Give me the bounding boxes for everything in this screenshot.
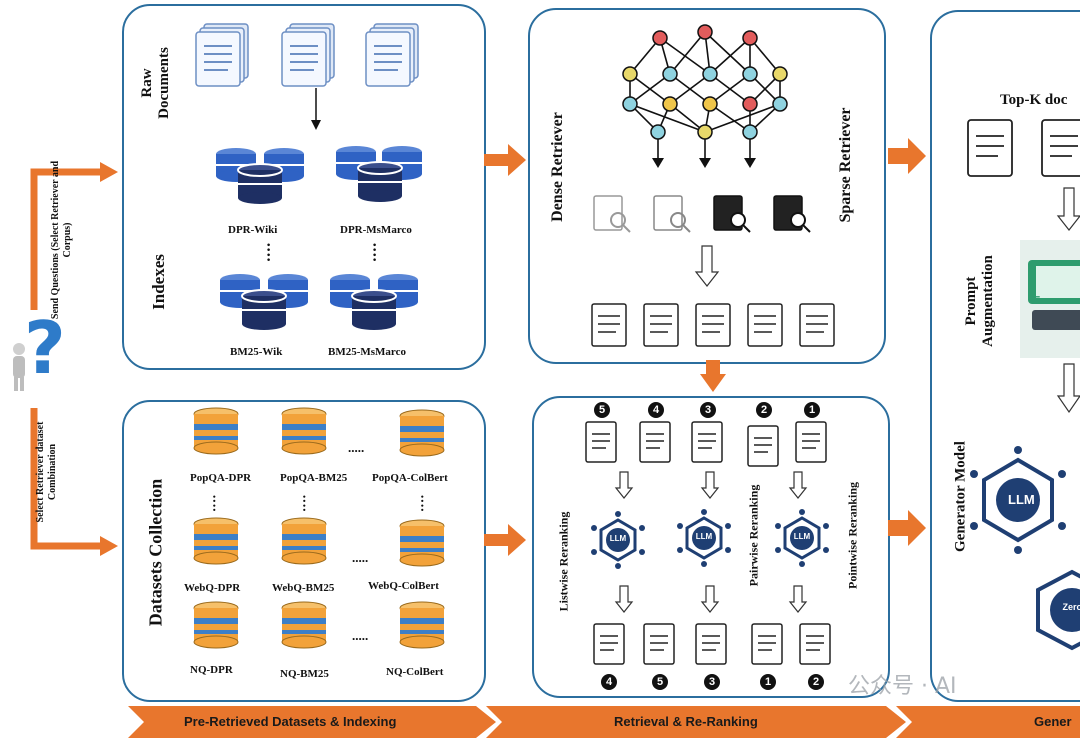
hdots-2: ..... xyxy=(352,550,369,565)
dataset-webq-colbert: WebQ-ColBert xyxy=(368,580,439,592)
stage1-arrows xyxy=(484,144,526,556)
left-flow: ? Send Questions (Select Retriever and C… xyxy=(0,0,120,744)
generation-graphics: + xyxy=(967,119,1080,651)
zero-shot-icon xyxy=(1036,569,1080,651)
dataset-webq-dpr: WebQ-DPR xyxy=(184,582,241,594)
svg-text:+: + xyxy=(1028,287,1041,306)
reranking-panel: Listwise Reranking Pairwise Reranking Po… xyxy=(532,396,890,698)
rank-badge: 2 xyxy=(808,674,824,690)
search-doc-icons xyxy=(593,195,811,233)
zero-shot-label: Zero Sho xyxy=(1062,602,1080,612)
vdots-3: :: xyxy=(420,491,425,515)
index-label-bm25-wik: BM25-Wik xyxy=(230,346,283,358)
generator-llm-label: LLM xyxy=(1008,492,1035,507)
rank-badge: 2 xyxy=(756,402,772,418)
rank-badge: 5 xyxy=(652,674,668,690)
llm-label: LLM xyxy=(609,534,627,543)
dataset-popqa-dpr: PopQA-DPR xyxy=(190,472,252,484)
rank-badge: 3 xyxy=(700,402,716,418)
dataset-webq-bm25: WebQ-BM25 xyxy=(272,582,335,594)
rank-badge: 4 xyxy=(601,674,617,690)
db-bm25-wik xyxy=(219,273,309,331)
svg-text:?: ? xyxy=(24,306,66,390)
neural-network-icon xyxy=(591,24,835,347)
indexing-panel: Raw Documents Indexes xyxy=(122,4,486,370)
topk-docs-label: Top-K doc xyxy=(1000,92,1068,108)
index-label-dpr-msmarco: DPR-MsMarco xyxy=(340,224,412,236)
vdots-1: :: xyxy=(212,491,217,515)
retriever-panel: Dense Retriever Sparse Retriever xyxy=(528,8,886,364)
rank-badge: 1 xyxy=(760,674,776,690)
dataset-db-icons xyxy=(193,407,445,649)
send-questions-label: Send Questions (Select Retriever and Cor… xyxy=(50,160,73,320)
left-arrows xyxy=(30,162,118,556)
stage-label-retrieval: Retrieval & Re-Ranking xyxy=(614,714,758,729)
dataset-popqa-bm25: PopQA-BM25 xyxy=(280,472,348,484)
db-dpr-wiki xyxy=(215,147,305,205)
stage-banner xyxy=(128,706,1080,738)
rerank-graphics xyxy=(585,421,831,665)
generation-panel: Top-K doc Prompt Augmentation Generator … xyxy=(930,10,1080,702)
rank-badge: 4 xyxy=(648,402,664,418)
stage-label-indexing: Pre-Retrieved Datasets & Indexing xyxy=(184,714,397,729)
db-dpr-msmarco xyxy=(335,145,423,203)
question-person-icon: ? xyxy=(13,306,66,391)
llm-generator-icon xyxy=(970,446,1066,554)
rank-badge: 5 xyxy=(594,402,610,418)
stage-label-generation: Gener xyxy=(1034,714,1072,729)
llm-label: LLM xyxy=(695,532,713,541)
stage2-arrows xyxy=(888,138,926,546)
llm-label: LLM xyxy=(793,532,811,541)
index-dots-2: :: xyxy=(372,238,378,265)
raw-documents-icons xyxy=(195,23,423,331)
dataset-nq-dpr: NQ-DPR xyxy=(190,664,233,676)
watermark: 公众号 · AI xyxy=(848,674,957,699)
retrieve-to-rerank-arrow xyxy=(700,360,726,392)
select-combination-label: Select Retriever dataset Combination xyxy=(35,421,58,523)
db-bm25-msmarco xyxy=(329,273,419,331)
index-dots-1: :: xyxy=(266,238,272,265)
dataset-nq-bm25: NQ-BM25 xyxy=(280,668,329,680)
rank-badge: 1 xyxy=(804,402,820,418)
datasets-panel: Datasets Collection PopQA-DPR PopQA-BM25… xyxy=(122,400,486,702)
hdots-1: ..... xyxy=(348,440,365,455)
rank-badge: 3 xyxy=(704,674,720,690)
dataset-nq-colbert: NQ-ColBert xyxy=(386,666,444,678)
index-label-bm25-msmarco: BM25-MsMarco xyxy=(328,346,406,358)
dataset-popqa-colbert: PopQA-ColBert xyxy=(372,472,448,484)
index-label-dpr-wiki: DPR-Wiki xyxy=(228,224,278,236)
hdots-3: ..... xyxy=(352,628,369,643)
retrieved-docs xyxy=(591,303,835,347)
vdots-2: :: xyxy=(302,491,307,515)
